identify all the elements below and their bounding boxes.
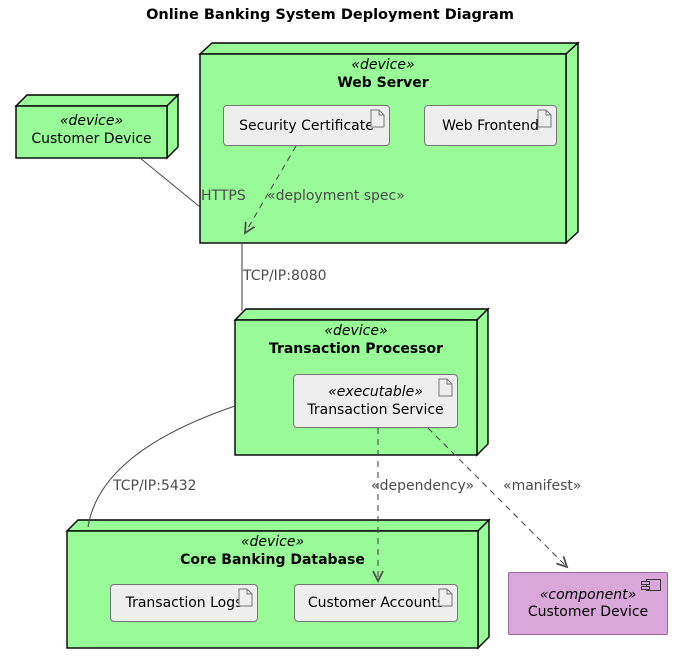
node-transaction-processor-name: Transaction Processor: [268, 341, 444, 357]
component-customer-device-stereotype: «component»: [539, 586, 637, 603]
document-icon: [370, 109, 385, 128]
edge-deployment-spec: [243, 145, 297, 235]
document-icon: [238, 588, 253, 607]
edge-label-manifest: «manifest»: [503, 478, 582, 494]
node-customer-device: «device» Customer Device: [16, 112, 167, 148]
node-core-banking-database: «device» Core Banking Database: [67, 533, 478, 569]
edge-label-https: HTTPS: [201, 188, 246, 204]
edge-label-dependency: «dependency»: [371, 478, 475, 494]
component-icon: [641, 579, 661, 591]
edge-label-tcp-8080: TCP/IP:8080: [243, 268, 327, 284]
artifact-security-certificate-label: Security Certificate: [239, 117, 374, 134]
artifact-customer-accounts: Customer Accounts: [294, 584, 458, 622]
node-transaction-processor: «device» Transaction Processor: [235, 322, 477, 358]
document-icon: [438, 378, 453, 397]
node-customer-device-stereotype: «device»: [59, 113, 124, 129]
edge-tcp-5432: [87, 405, 236, 528]
diagram-title: Online Banking System Deployment Diagram: [146, 7, 514, 23]
edge-label-deployment-spec: «deployment spec»: [267, 188, 405, 204]
node-web-server-stereotype: «device»: [351, 57, 415, 73]
artifact-transaction-service: «executable» Transaction Service: [293, 374, 458, 428]
artifact-transaction-service-stereotype: «executable»: [328, 384, 423, 400]
edge-https: [139, 157, 201, 208]
artifact-transaction-logs-label: Transaction Logs: [125, 595, 243, 611]
document-icon: [438, 588, 453, 607]
node-transaction-processor-stereotype: «device»: [324, 323, 388, 339]
edge-label-tcp-5432: TCP/IP:5432: [113, 478, 197, 494]
node-customer-device-name: Customer Device: [31, 131, 152, 147]
artifact-customer-accounts-label: Customer Accounts: [307, 595, 445, 611]
artifact-web-frontend: Web Frontend: [424, 105, 557, 146]
artifact-transaction-logs: Transaction Logs: [110, 584, 258, 622]
node-web-server-name: Web Server: [337, 75, 429, 91]
component-customer-device-name: Customer Device: [527, 603, 649, 620]
web-server-node-shape: [198, 41, 580, 245]
component-customer-device: «component» Customer Device: [508, 572, 668, 635]
document-icon: [537, 109, 552, 128]
customer-device-node-shape: [14, 93, 180, 160]
artifact-web-frontend-label: Web Frontend: [442, 117, 539, 134]
artifact-security-certificate: Security Certificate: [223, 105, 390, 146]
node-web-server: «device» Web Server: [200, 56, 566, 92]
artifact-transaction-service-label: Transaction Service: [307, 402, 444, 418]
node-core-banking-database-name: Core Banking Database: [180, 552, 365, 568]
node-core-banking-database-stereotype: «device»: [240, 534, 305, 550]
